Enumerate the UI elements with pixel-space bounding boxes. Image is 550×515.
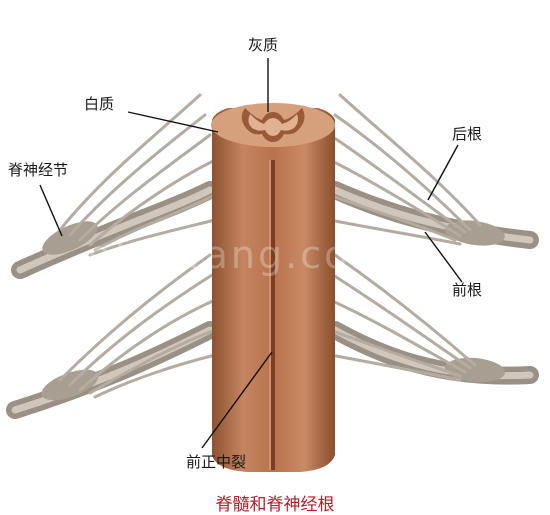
- leader-white-matter: [127, 111, 219, 133]
- label-white-matter: 白质: [84, 95, 115, 113]
- spinal-cord: [211, 103, 335, 472]
- figure-caption: 脊髓和脊神经根: [215, 495, 335, 515]
- leader-dorsal-root: [427, 144, 459, 201]
- left-upper-ganglion: [42, 221, 98, 255]
- nerve-rootlets: [58, 93, 482, 399]
- leader-spinal-ganglion: [39, 184, 63, 237]
- label-gray-matter: 灰质: [248, 36, 279, 54]
- watermark-text: ofeiwang.com: [88, 233, 391, 277]
- leader-ventral-root: [424, 231, 463, 283]
- leader-lines: [39, 58, 463, 449]
- leader-anterior-fissure: [201, 351, 273, 449]
- label-spinal-ganglion: 脊神经节: [8, 161, 69, 179]
- label-anterior-median-fissure: 前正中裂: [186, 453, 247, 471]
- label-ventral-root: 前根: [452, 281, 483, 299]
- label-dorsal-root: 后根: [452, 125, 483, 143]
